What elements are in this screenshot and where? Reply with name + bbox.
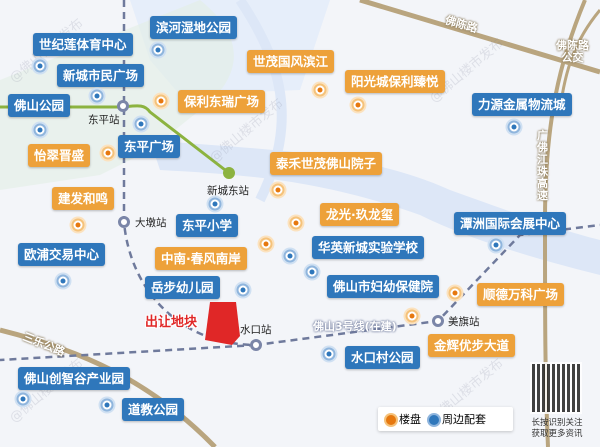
- site-label: 出让地块: [145, 315, 198, 330]
- poi-label[interactable]: 潭洲国际会展中心: [454, 212, 567, 235]
- project-label[interactable]: 建发和鸣: [52, 187, 115, 210]
- project-label[interactable]: 顺德万科广场: [477, 283, 565, 306]
- orange-dot-icon: [386, 415, 396, 425]
- poi-pin-icon[interactable]: [134, 117, 148, 131]
- qr-caption: 长按识别关注获取更多资讯: [527, 418, 587, 440]
- station-dadun[interactable]: [118, 216, 130, 228]
- focheng-road: [359, 0, 600, 75]
- station-label: 水口站: [240, 324, 272, 336]
- project-label[interactable]: 中南·春风南岸: [155, 247, 247, 270]
- poi-pin-icon[interactable]: [151, 43, 165, 57]
- poi-label[interactable]: 东平小学: [176, 214, 239, 237]
- station-label: 东平站: [88, 114, 120, 126]
- poi-pin-icon[interactable]: [56, 274, 70, 288]
- poi-pin-icon[interactable]: [100, 398, 114, 412]
- poi-pin-icon[interactable]: [236, 283, 250, 297]
- project-pin-icon[interactable]: [259, 237, 273, 251]
- station-meiqi[interactable]: [432, 315, 444, 327]
- qr-caption-line: 获取更多资讯: [531, 429, 583, 439]
- project-pin-icon[interactable]: [154, 94, 168, 108]
- poi-pin-icon[interactable]: [322, 347, 336, 361]
- project-pin-icon[interactable]: [405, 309, 419, 323]
- poi-pin-icon[interactable]: [283, 249, 297, 263]
- station-xinchengdong[interactable]: [223, 167, 235, 179]
- project-label[interactable]: 保利东瑞广场: [178, 90, 266, 113]
- project-label[interactable]: 世茂国风滨江: [247, 50, 335, 73]
- poi-label[interactable]: 新城市民广场: [57, 64, 145, 87]
- project-pin-icon[interactable]: [448, 286, 462, 300]
- poi-pin-icon[interactable]: [507, 120, 521, 134]
- station-label: 新城东站: [207, 185, 249, 197]
- project-pin-icon[interactable]: [271, 183, 285, 197]
- project-pin-icon[interactable]: [351, 98, 365, 112]
- station-label: 大墩站: [135, 217, 167, 229]
- project-label[interactable]: 金辉优步大道: [428, 334, 516, 357]
- road-label-expressway: 广佛江珠高速: [537, 129, 548, 202]
- legend-label: 楼盘: [399, 413, 421, 426]
- poi-pin-icon[interactable]: [305, 265, 319, 279]
- poi-label[interactable]: 欧浦交易中心: [18, 243, 106, 266]
- poi-pin-icon[interactable]: [33, 123, 47, 137]
- project-label[interactable]: 怡翠晋盛: [28, 144, 91, 167]
- legend: 楼盘 周边配套: [378, 407, 513, 431]
- project-pin-icon[interactable]: [313, 83, 327, 97]
- poi-label[interactable]: 佛山市妇幼保健院: [327, 275, 440, 298]
- blue-dot-icon: [429, 415, 439, 425]
- qr-caption-line: 长按识别关注: [531, 418, 583, 428]
- station-shuikou[interactable]: [250, 339, 262, 351]
- station-label: 美旗站: [448, 316, 480, 328]
- poi-label[interactable]: 世纪莲体育中心: [33, 33, 133, 56]
- poi-label[interactable]: 道教公园: [122, 398, 185, 421]
- poi-pin-icon[interactable]: [90, 89, 104, 103]
- poi-label[interactable]: 华英新城实验学校: [312, 236, 425, 259]
- legend-label: 周边配套: [442, 413, 486, 426]
- qr-code-icon[interactable]: [530, 362, 582, 414]
- poi-label[interactable]: 佛山创智谷产业园: [18, 367, 131, 390]
- project-label[interactable]: 阳光城保利臻悦: [345, 70, 445, 93]
- poi-pin-icon[interactable]: [16, 392, 30, 406]
- poi-label[interactable]: 东平广场: [118, 135, 181, 158]
- poi-label[interactable]: 滨河湿地公园: [150, 16, 238, 39]
- station-dongping[interactable]: [117, 100, 129, 112]
- poi-label[interactable]: 佛山公园: [8, 94, 71, 117]
- project-pin-icon[interactable]: [289, 216, 303, 230]
- project-label[interactable]: 龙光·玖龙玺: [320, 203, 400, 226]
- metro-line-3-label: 佛山3号线(在建): [313, 320, 397, 333]
- poi-label[interactable]: 岳步幼儿园: [145, 276, 220, 299]
- legend-item-projects: 楼盘: [386, 411, 421, 427]
- project-label[interactable]: 泰禾世茂佛山院子: [270, 152, 383, 175]
- poi-label[interactable]: 力源金属物流城: [472, 93, 572, 116]
- poi-pin-icon[interactable]: [489, 238, 503, 252]
- poi-pin-icon[interactable]: [33, 59, 47, 73]
- project-pin-icon[interactable]: [71, 218, 85, 232]
- poi-label[interactable]: 水口村公园: [345, 346, 420, 369]
- road-label-focheng-bus: 佛陈路公交: [556, 39, 589, 64]
- legend-item-facilities: 周边配套: [429, 411, 486, 427]
- site-plot: [205, 302, 240, 345]
- project-pin-icon[interactable]: [101, 146, 115, 160]
- poi-pin-icon[interactable]: [208, 197, 222, 211]
